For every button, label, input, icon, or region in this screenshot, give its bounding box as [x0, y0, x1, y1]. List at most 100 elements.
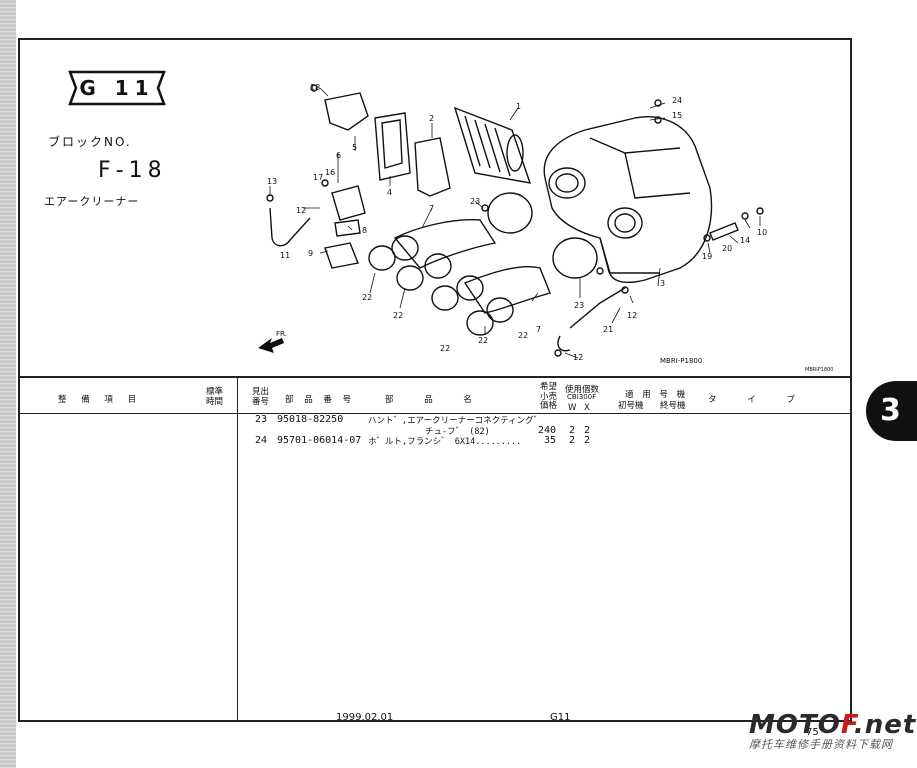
diagram-callout: 1 [516, 102, 521, 111]
row-name: ハント゛,エアークリーナーコネクティング゛ [368, 416, 543, 426]
table-top-rule [18, 376, 852, 378]
section-tab[interactable]: 3 [866, 381, 917, 441]
hdr-price: 希望 小売 価格 [540, 382, 558, 411]
diagram-callout: 14 [740, 236, 750, 245]
table-left-column-rule [237, 376, 238, 722]
housing-inlet-lower [607, 207, 643, 239]
diagram-callout: 7 [536, 325, 541, 334]
part-5 [324, 92, 369, 131]
drawing-code: MBRI-P1800 [660, 357, 702, 365]
diagram-callout: 21 [603, 325, 613, 334]
diagram-callout: 5 [352, 143, 357, 152]
gasket [414, 137, 451, 197]
watermark-logo: MOTOF.net 摩托车维修手册资料下载网 [749, 710, 916, 752]
hdr-type: タ イ プ [708, 395, 809, 405]
page-number: 75 [806, 727, 819, 738]
hdr-col-w: W [568, 403, 577, 413]
diagram-callout: 12 [296, 206, 306, 215]
diagram-callout: 11 [280, 251, 290, 260]
section-tab-label: 3 [880, 393, 901, 428]
diagram-callout: 23 [470, 197, 480, 206]
diagram-callout: 9 [308, 249, 313, 258]
diagram-callout: 2 [429, 114, 434, 123]
row-w: 2 [569, 435, 576, 446]
diagram-callout: 18 [310, 83, 320, 92]
row-price: 240 [538, 425, 557, 436]
cover-4 [374, 112, 411, 181]
diagram-callout: 4 [387, 188, 392, 197]
band-22-d [466, 310, 494, 336]
hdr-part-no: 部 品 番 号 [285, 395, 356, 405]
hdr-last-no: 終号機 [660, 401, 686, 411]
watermark-main: MOTOF.net [749, 710, 917, 740]
hose-21 [557, 287, 626, 352]
hdr-part-name: 部 品 名 [385, 395, 486, 405]
hdr-maintenance-item: 整 備 項 目 [58, 395, 143, 405]
diagram-callout: 22 [440, 344, 450, 353]
parts-diagram: 18 1 2 24 15 5 4 6 17 16 13 12 7 23 8 9 … [258, 83, 833, 373]
watermark-sub: 摩托车维修手册资料下载网 [749, 738, 893, 751]
hdr-first-no: 初号機 [618, 401, 644, 411]
block-name: エアークリーナー [44, 195, 140, 208]
row-x: 2 [584, 425, 591, 436]
diagram-callout: 3 [660, 279, 665, 288]
diagram-callout: 13 [267, 177, 277, 186]
diagram-callout: 23 [574, 301, 584, 310]
block-label: ブロックNO. [48, 135, 132, 149]
hdr-ref-no: 見出 番号 [252, 387, 270, 407]
diagram-callout: 12 [627, 311, 637, 320]
diagram-callout: 16 [325, 168, 335, 177]
hdr-model-code: CBI300F [567, 393, 597, 401]
diagram-callout: 10 [757, 228, 767, 237]
diagram-callout: 22 [478, 336, 488, 345]
footer-date: 1999.02.01 [336, 712, 394, 723]
group-badge-text: G 11 [79, 76, 155, 100]
diagram-callout: 8 [362, 226, 367, 235]
page-frame [18, 38, 852, 722]
part-20 [709, 222, 739, 241]
diagram-callout: 12 [573, 353, 583, 362]
row-name: ホ゛ルト,フランシ゛ 6X14......... [368, 437, 522, 447]
front-arrow [258, 338, 284, 353]
row-part-no: 95018-82250 [277, 414, 344, 425]
band-23-lower [552, 237, 598, 279]
table-header-rule [18, 413, 852, 414]
diagram-callout: 20 [722, 244, 732, 253]
row-ref: 24 [255, 435, 268, 446]
row-w: 2 [569, 425, 576, 436]
part-9 [324, 242, 359, 269]
hdr-applicable: 適 用 号 機 [625, 390, 689, 400]
row-x: 2 [584, 435, 591, 446]
row-part-no: 95701-06014-07 [277, 435, 362, 446]
diagram-callout: 7 [429, 204, 434, 213]
connecting-tube-lower [463, 266, 551, 314]
housing-inlet-upper [548, 167, 586, 199]
band-22-c [431, 285, 459, 311]
group-badge: G 11 [64, 70, 170, 106]
diagram-callout: 24 [672, 96, 682, 105]
air-cleaner-housing [543, 116, 713, 284]
front-arrow-label: FR. [276, 330, 287, 338]
air-cleaner-element [453, 106, 532, 184]
diagram-callout: 15 [672, 111, 682, 120]
part-6 [331, 185, 366, 221]
connecting-tube-upper [393, 219, 497, 269]
block-code: F-18 [98, 158, 167, 183]
scan-edge [0, 0, 16, 768]
hdr-standard-time: 標準 時間 [206, 387, 224, 407]
band-23-upper [487, 192, 533, 234]
band-22-b [396, 265, 424, 291]
row-price: 35 [544, 435, 557, 446]
diagram-callout: 17 [313, 173, 323, 182]
diagram-callout: 22 [518, 331, 528, 340]
hdr-usage: 使用個数 [565, 385, 600, 395]
diagram-callout: 19 [702, 252, 712, 261]
band-22-a [368, 245, 396, 271]
hdr-col-x: X [584, 403, 590, 413]
hose-11 [269, 207, 311, 247]
diagram-callout: 22 [393, 311, 403, 320]
footer-group: G11 [550, 712, 571, 723]
row-ref: 23 [255, 414, 268, 425]
diagram-callout: 22 [362, 293, 372, 302]
diagram-callout: 6 [336, 151, 341, 160]
